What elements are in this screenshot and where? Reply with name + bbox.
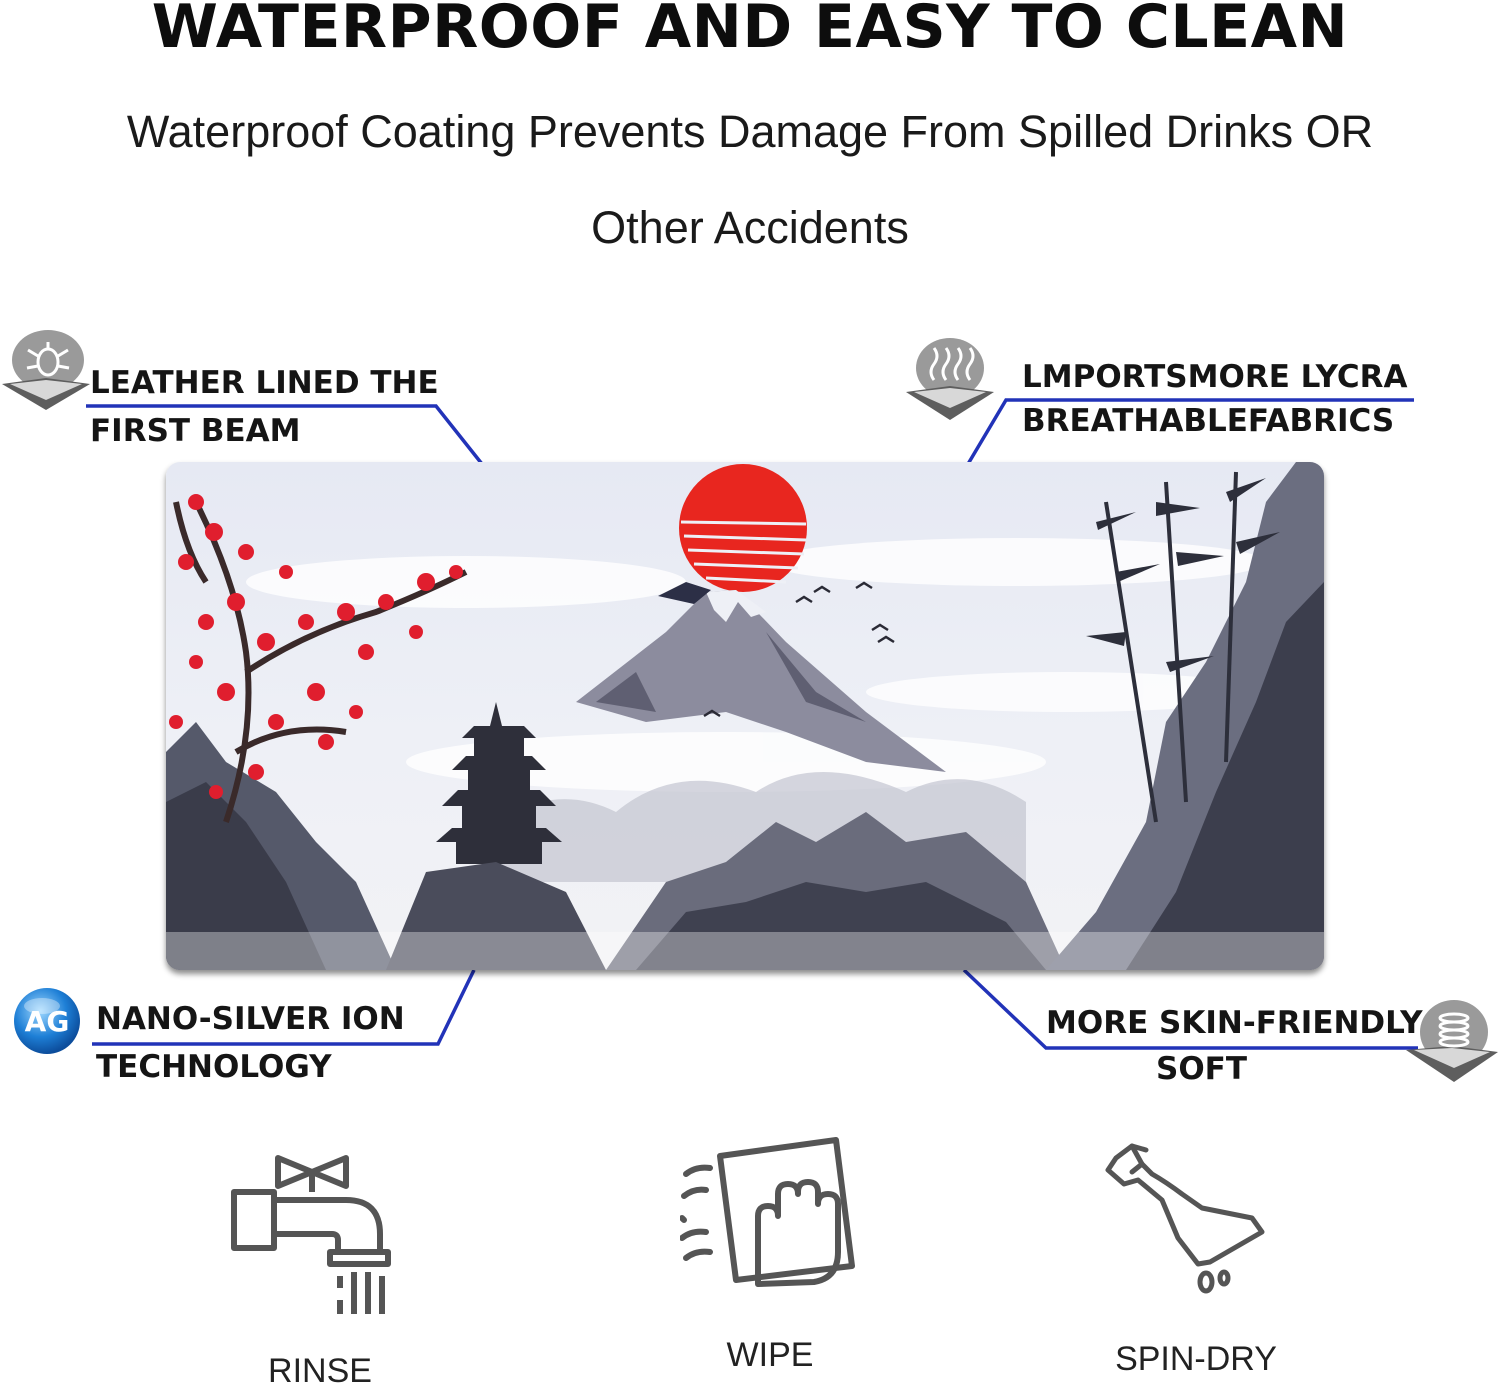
heat-waves-icon <box>904 332 996 429</box>
birds-icon <box>703 581 895 718</box>
silver-ion-icon: AG <box>12 986 82 1061</box>
wipe-cloth-icon <box>679 1134 860 1309</box>
red-sun-icon <box>679 464 807 592</box>
step-spin-dry-label: SPIN-DRY <box>1115 1340 1277 1378</box>
bamboo-icon <box>1104 471 1238 823</box>
spring-icon <box>1404 994 1500 1091</box>
callout-top-left-line-2: FIRST BEAM <box>90 413 301 449</box>
callout-bottom-left-line-1: NANO-SILVER ION <box>96 1001 405 1037</box>
callout-top-right-line-1: LMPORTSMORE LYCRA <box>1022 359 1408 395</box>
callout-top-left-line-1: LEATHER LINED THE <box>90 365 439 401</box>
bug-shield-icon <box>0 322 92 419</box>
headline-title: WATERPROOF AND EASY TO CLEAN <box>151 0 1349 62</box>
callout-bottom-left-line-2: TECHNOLOGY <box>96 1049 332 1085</box>
subtitle-line-2: Other Accidents <box>591 202 909 253</box>
pagoda-icon <box>436 702 562 864</box>
wrung-cloth-icon <box>1102 1140 1272 1305</box>
step-rinse-label: RINSE <box>268 1352 372 1390</box>
silver-ion-badge-text: AG <box>25 1005 70 1038</box>
callout-top-right-line-2: BREATHABLEFABRICS <box>1022 403 1395 439</box>
mouse-pad-artwork <box>166 462 1324 970</box>
callout-bottom-right-line-1: MORE SKIN-FRIENDLY <box>1046 1005 1423 1041</box>
mountain-icon <box>576 582 946 772</box>
callout-bottom-right-line-2: SOFT <box>1156 1051 1248 1087</box>
faucet-icon <box>230 1152 400 1327</box>
subtitle-line-1: Waterproof Coating Prevents Damage From … <box>126 106 1374 157</box>
step-wipe-label: WIPE <box>726 1336 814 1374</box>
plum-blossom-tree-icon <box>169 494 468 823</box>
